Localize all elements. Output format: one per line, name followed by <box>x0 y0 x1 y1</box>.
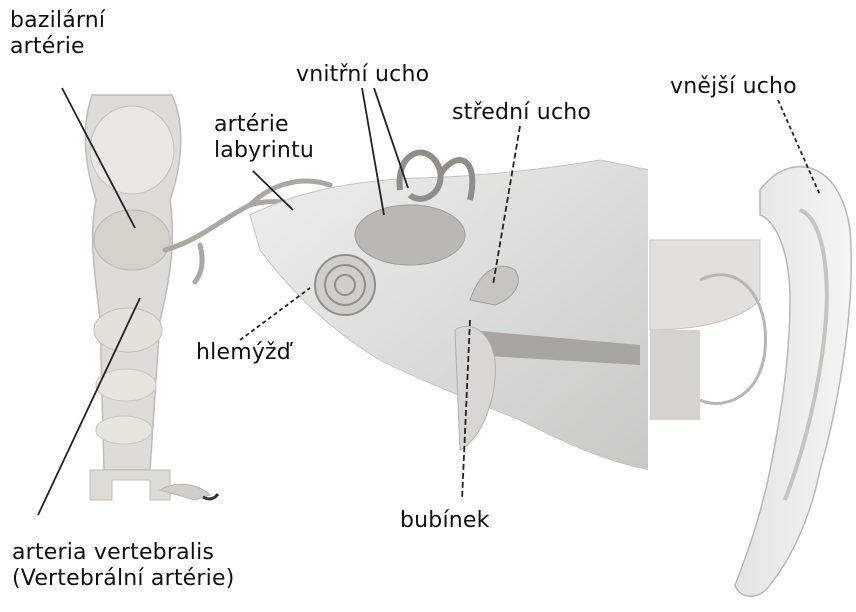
label-vnitrni-ucho: vnitřní ucho <box>296 62 429 88</box>
outer-ear <box>648 150 851 596</box>
cochlea <box>315 255 375 315</box>
label-bazilarni-arterie: bazilární artérie <box>10 8 105 60</box>
leader-vnitrni-ucho-2 <box>374 88 408 188</box>
label-vertebralis-line2: (Vertebrální artérie) <box>12 566 234 592</box>
label-bazilarni-line2: artérie <box>10 34 105 60</box>
label-arterie-labyrintu-line2: labyrintu <box>214 138 314 164</box>
brainstem-spine <box>85 95 218 500</box>
inner-ear-region <box>250 153 650 470</box>
label-stredni-ucho: střední ucho <box>452 100 591 126</box>
label-vertebralis-line1: arteria vertebralis <box>12 540 234 566</box>
label-arterie-labyrintu-line1: artérie <box>214 112 314 138</box>
label-arterie-labyrintu: artérie labyrintu <box>214 112 314 164</box>
label-bazilarni-line1: bazilární <box>10 8 105 34</box>
label-arteria-vertebralis: arteria vertebralis (Vertebrální artérie… <box>12 540 234 592</box>
label-hlemyzd: hlemýžď <box>196 340 291 366</box>
label-bubinek: bubínek <box>400 508 490 534</box>
label-vnejsi-ucho: vnější ucho <box>670 74 797 100</box>
